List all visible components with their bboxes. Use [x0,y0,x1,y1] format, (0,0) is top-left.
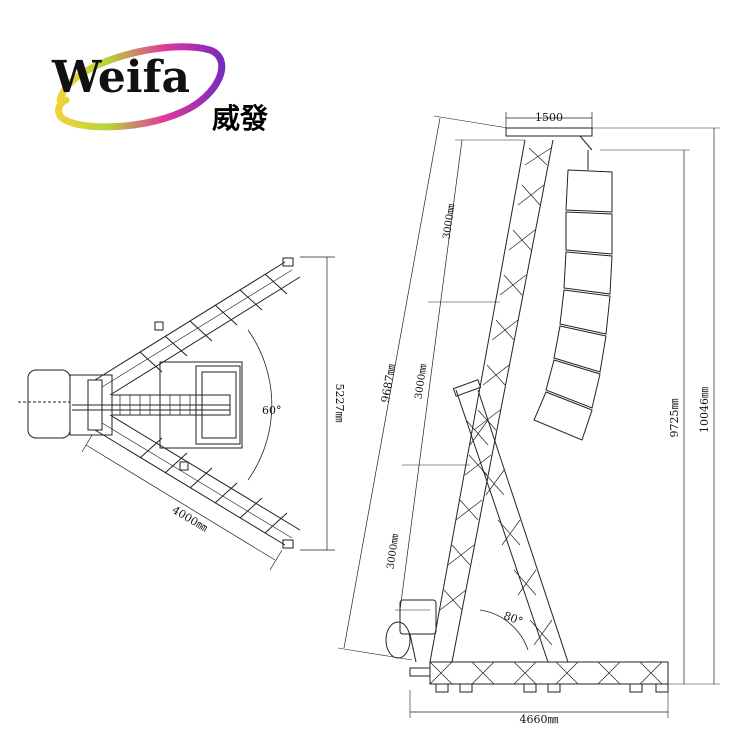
top-view [18,256,335,571]
top-view-counterweight [27,369,71,439]
top-view-speaker-box [159,361,243,449]
top-view-lower-arm [94,414,301,549]
logo-background [43,43,313,135]
side-view-segment-label-2: 3000㎜ [414,363,430,400]
top-view-upper-arm [94,257,301,396]
side-view-speaker-array [533,150,613,441]
side-view-top-bracket [505,127,593,137]
side-view-segment-label-1: 3000㎜ [442,203,458,240]
side-view-top-width-label: 1500 [535,111,563,124]
logo-chinese: 威發 [212,102,268,135]
side-view-diagonal-label: 9687㎜ [379,363,399,404]
logo-swoosh [55,43,226,131]
side-view-strut [452,379,569,663]
side-view-angle-label: 80° [502,609,525,628]
side-view-segment-label-3: 3000㎜ [386,533,402,570]
side-view-winch [385,599,437,663]
side-view-angle-arc [479,609,529,651]
top-view-arm-dimension [85,444,276,561]
weifa-logo: Weifa 威發 [43,43,313,135]
top-view-angle-arc [247,329,273,481]
logo-brand: Weifa [51,52,190,103]
top-view-width-label: 5227㎜ [333,384,346,423]
side-view-base-truss [409,661,669,693]
side-view [337,112,720,718]
side-view-diagonal-dimension [343,117,441,649]
side-view-height-label: 9725㎜ [668,399,681,438]
side-view-base-label: 4660㎜ [520,713,559,726]
side-view-total-height-label: 10046㎜ [698,387,711,433]
top-view-angle-label: 60° [262,404,282,417]
side-view-segment-dimension [399,139,463,611]
